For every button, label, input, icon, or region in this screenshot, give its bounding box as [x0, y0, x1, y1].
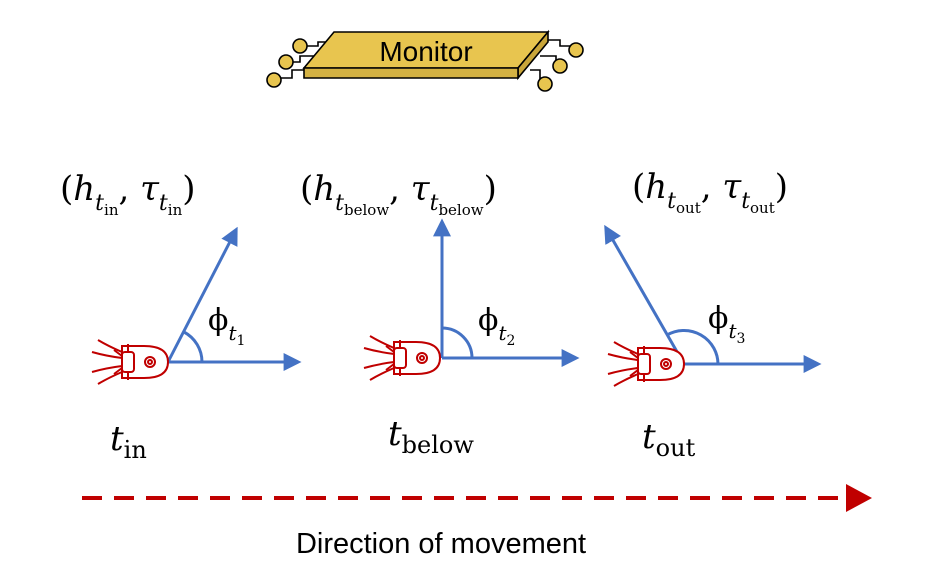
tuple-h-sub-sub: in	[104, 201, 119, 219]
time-base: t	[642, 417, 656, 457]
tuple-tau-sub-sub: in	[168, 201, 183, 219]
tuple-tau-sub-t: t	[430, 191, 439, 216]
time-base: t	[388, 414, 402, 454]
tuple-open-paren: (	[60, 169, 73, 209]
tuple-h-sub-sub: below	[344, 201, 389, 219]
tuple-comma: ,	[118, 169, 140, 209]
tuple-h: h	[73, 169, 95, 209]
direction-indicator: Direction of movement	[82, 484, 872, 560]
direction-arrowhead	[846, 484, 872, 512]
angle-sub-t: t	[728, 319, 737, 343]
time-base: t	[110, 419, 124, 459]
tuple-h-sub-t: t	[335, 191, 344, 216]
vector-heading-out	[604, 224, 686, 365]
angle-label-in: ϕt1	[208, 303, 245, 349]
monitor-right-pins	[530, 39, 584, 92]
tuple-label-below: (htbelow, τtbelow)	[300, 169, 497, 219]
angle-sub-num: 3	[737, 331, 746, 347]
monitor-slab-front	[303, 67, 519, 79]
tuple-tau-sub-sub: out	[750, 199, 775, 217]
angle-label-below: ϕt2	[478, 303, 515, 349]
time-sub: in	[124, 436, 147, 464]
vector-heading-in	[166, 226, 238, 363]
stage-in: (htin, τtin) ϕt1 tin	[60, 169, 302, 464]
time-sub: below	[402, 431, 475, 459]
monitor-label: Monitor	[379, 36, 472, 67]
time-label-in: tin	[110, 419, 147, 464]
tuple-tau: τ	[411, 169, 431, 209]
tuple-h: h	[313, 169, 335, 209]
time-label-below: tbelow	[388, 414, 474, 459]
tuple-open-paren: (	[300, 169, 313, 209]
tuple-h-sub-t: t	[667, 189, 676, 214]
tuple-h: h	[645, 167, 667, 207]
angle-sub-num: 2	[507, 333, 516, 349]
angle-sub-t: t	[498, 321, 507, 345]
tuple-h-sub-sub: out	[676, 199, 701, 217]
angle-sub-num: 1	[237, 333, 246, 349]
tuple-label-out: (htout, τtout)	[632, 167, 788, 217]
svg-text:(htbelow, τtbelow): (htbelow, τtbelow)	[300, 169, 497, 219]
tuple-close-paren: )	[775, 167, 788, 207]
angle-sub-t: t	[228, 321, 237, 345]
direction-label: Direction of movement	[296, 528, 586, 560]
stage-below: (htbelow, τtbelow) ϕt2 tbelow	[300, 169, 580, 459]
angle-phi: ϕ	[708, 301, 728, 336]
svg-text:(htout, τtout): (htout, τtout)	[632, 167, 788, 217]
robot-icon	[363, 335, 442, 381]
tuple-open-paren: (	[632, 167, 645, 207]
tuple-close-paren: )	[484, 169, 497, 209]
stage-out: (htout, τtout) ϕt3 tout	[604, 167, 822, 462]
tuple-tau-sub-t: t	[741, 189, 750, 214]
tuple-tau-sub-sub: below	[438, 201, 483, 219]
tuple-tau: τ	[722, 167, 742, 207]
angle-phi: ϕ	[478, 303, 498, 338]
tuple-comma: ,	[701, 167, 723, 207]
robot-icon	[91, 339, 170, 385]
tuple-tau: τ	[140, 169, 160, 209]
tuple-comma: ,	[389, 169, 411, 209]
monitor-component: Monitor	[266, 29, 584, 92]
tuple-tau-sub-t: t	[159, 191, 168, 216]
angle-arc-below	[441, 326, 474, 359]
angle-arc-out	[666, 328, 720, 365]
svg-text:(htin, τtin): (htin, τtin)	[60, 169, 196, 219]
angle-arc-in	[183, 330, 204, 363]
angle-label-out: ϕt3	[708, 301, 745, 347]
time-label-out: tout	[642, 417, 696, 462]
tuple-label-in: (htin, τtin)	[60, 169, 196, 219]
tuple-close-paren: )	[182, 169, 195, 209]
time-sub: out	[656, 434, 696, 462]
tuple-h-sub-t: t	[95, 191, 104, 216]
angle-phi: ϕ	[208, 303, 228, 338]
robot-icon	[607, 341, 686, 387]
